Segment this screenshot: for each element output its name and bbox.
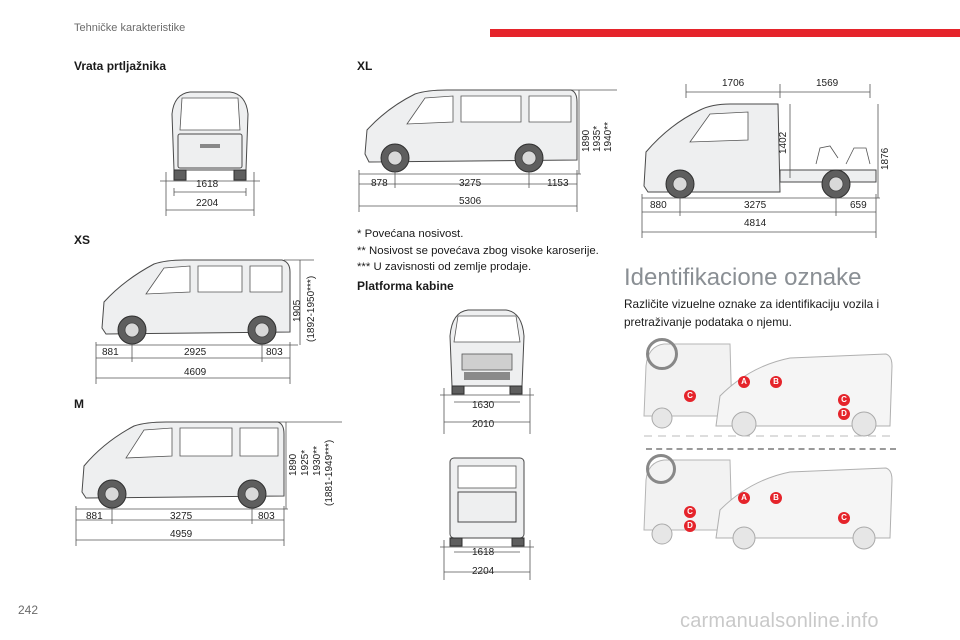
watermark: carmanualsonline.info — [680, 610, 879, 632]
ident-figure-top: A B C C D — [640, 336, 896, 444]
chassis-cab-illustration — [641, 84, 880, 238]
footnote-1: * Povećana nosivost. — [357, 228, 464, 240]
marker-c: C — [838, 394, 850, 406]
marker-a: A — [738, 376, 750, 388]
xl-rear-overhang: 1153 — [547, 178, 569, 189]
chassis-cab-height: 1876 — [880, 147, 891, 170]
ident-vans-illustration-top — [643, 343, 893, 437]
tailgate-figure: 1618 2204 — [160, 84, 260, 220]
marker-c: C — [684, 390, 696, 402]
xl-front-overhang: 878 — [371, 178, 388, 189]
cab-front-width: 2010 — [472, 419, 495, 430]
van-front-illustration — [440, 309, 534, 434]
header-accent-bar — [490, 29, 960, 37]
marker-b: B — [770, 492, 782, 504]
cab-front-track: 1630 — [472, 400, 495, 411]
chassis-front-overhang: 880 — [650, 200, 667, 211]
cab-front-figure: 1630 2010 — [440, 302, 534, 438]
xs-front-overhang: 881 — [102, 347, 119, 358]
chassis-figure: 1706 1569 1402 1876 880 3275 659 4814 — [630, 74, 896, 240]
m-height: 1890 — [288, 453, 299, 476]
cab-heading: Platforma kabine — [357, 279, 454, 293]
marker-a: A — [738, 492, 750, 504]
tailgate-track-width: 1618 — [196, 179, 219, 190]
ident-figure-bottom: A B C D C — [640, 454, 896, 550]
steering-wheel-icon — [646, 338, 678, 370]
xl-overall-length: 5306 — [459, 196, 482, 207]
footnote-3: *** U zavisnosti od zemlje prodaje. — [357, 261, 532, 274]
xl-height: 1890 — [581, 129, 592, 152]
m-height-range: (1881-1949***) — [324, 439, 335, 506]
m-overall-length: 4959 — [170, 529, 193, 540]
marker-c: C — [838, 512, 850, 524]
page-number: 242 — [18, 603, 39, 617]
marker-d: D — [838, 408, 850, 420]
m-front-overhang: 881 — [86, 511, 103, 522]
divider — [646, 448, 896, 450]
m-wheelbase: 3275 — [170, 511, 193, 522]
m-height-high-roof: 1930** — [312, 445, 323, 476]
cab-rear-width: 2204 — [472, 566, 495, 577]
van-xs-side-illustration — [95, 259, 314, 384]
xs-height-range: (1892-1950***) — [306, 275, 317, 342]
steering-wheel-icon — [646, 454, 676, 484]
cab-rear-track: 1618 — [472, 547, 495, 558]
tailgate-heading: Vrata prtljažnika — [74, 59, 167, 73]
chassis-cab-length: 1706 — [722, 78, 745, 89]
chassis-rear-overhang: 659 — [850, 200, 867, 211]
marker-d: D — [684, 520, 696, 532]
chassis-platform-height: 1402 — [778, 131, 789, 154]
xs-figure: 881 2925 803 4609 1905 (1892-1950***) — [94, 250, 330, 388]
xs-overall-length: 4609 — [184, 367, 207, 378]
marker-c: C — [684, 506, 696, 518]
footnotes: * Povećana nosivost. ** Nosivost se pove… — [357, 226, 599, 276]
cab-rear-figure: 1618 2204 — [440, 452, 534, 584]
m-height-payload: 1925* — [300, 449, 311, 476]
xs-height: 1905 — [292, 299, 303, 322]
xl-height-high-roof: 1940** — [603, 121, 614, 152]
tailgate-overall-width: 2204 — [196, 198, 219, 209]
section-header: Tehničke karakteristike — [74, 22, 186, 34]
xl-heading: XL — [357, 59, 373, 73]
xl-wheelbase: 3275 — [459, 178, 482, 189]
van-xl-side-illustration — [358, 89, 617, 212]
section-description: Različite vizuelne oznake za identifikac… — [624, 297, 880, 329]
m-heading: M — [74, 397, 84, 411]
m-figure: 881 3275 803 4959 1890 1925* 1930** (188… — [74, 412, 350, 550]
xl-figure: 878 3275 1153 5306 1890 1935* 1940** — [357, 84, 619, 214]
chassis-wheelbase: 3275 — [744, 200, 767, 211]
chassis-platform-length: 1569 — [816, 78, 839, 89]
section-title: Identifikacione oznake — [624, 264, 862, 291]
ident-vans-illustration-bottom — [643, 459, 893, 550]
xs-rear-overhang: 803 — [266, 347, 283, 358]
xl-height-payload: 1935* — [592, 125, 603, 152]
marker-b: B — [770, 376, 782, 388]
xs-wheelbase: 2925 — [184, 347, 207, 358]
cab-rear-illustration — [440, 457, 534, 580]
van-rear-illustration — [160, 91, 260, 216]
chassis-overall-length: 4814 — [744, 218, 767, 229]
m-rear-overhang: 803 — [258, 511, 275, 522]
van-m-side-illustration — [75, 421, 342, 546]
xs-heading: XS — [74, 233, 91, 247]
footnote-2: ** Nosivost se povećava zbog visoke karo… — [357, 244, 599, 257]
